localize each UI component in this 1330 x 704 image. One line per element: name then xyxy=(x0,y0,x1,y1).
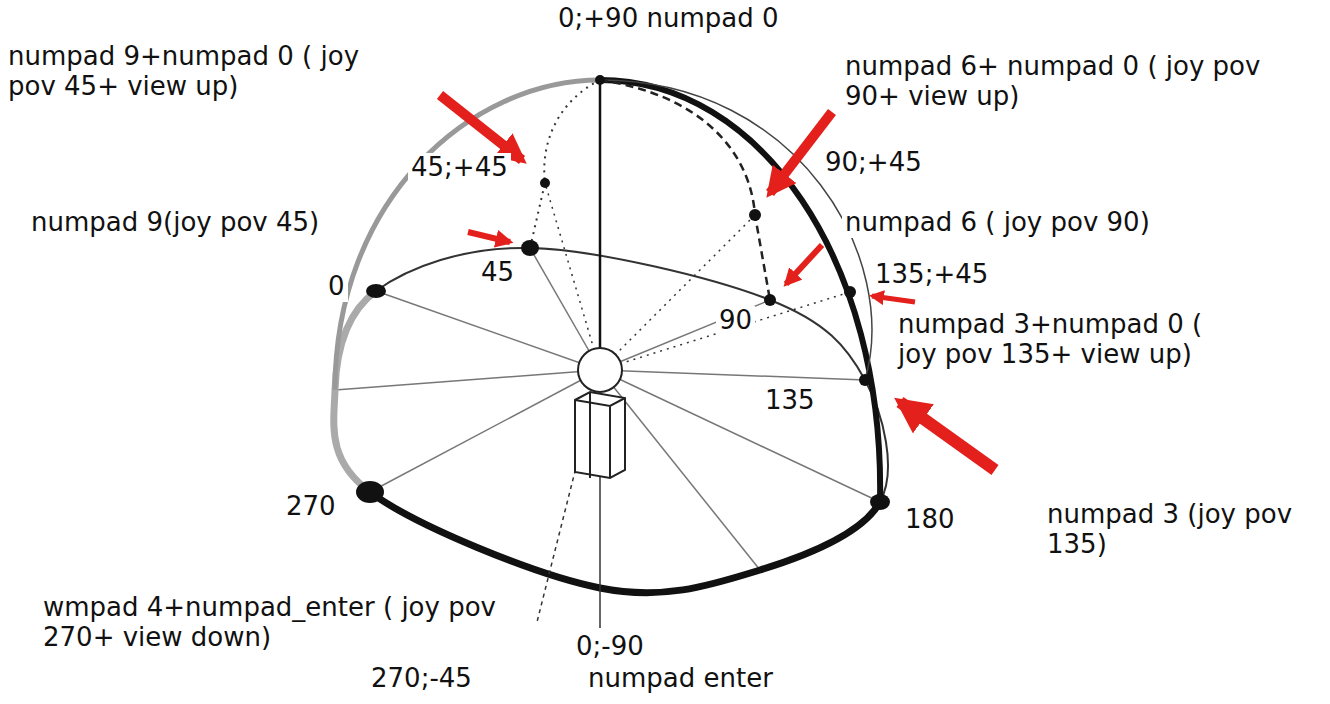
view-label: 90 xyxy=(716,306,755,336)
meridian-135 xyxy=(600,80,872,380)
radial-lines xyxy=(335,183,880,570)
view-label: 90;+45 xyxy=(822,148,925,178)
view-label: numpad 6 ( joy pov 90) xyxy=(842,208,1153,238)
view-label: 0;-90 xyxy=(573,632,647,662)
dome-outline xyxy=(600,80,880,502)
view-label: 45 xyxy=(478,258,517,288)
view-label: 135;+45 xyxy=(872,260,991,290)
zenith-line xyxy=(599,80,602,348)
nadir-line xyxy=(599,470,601,628)
view-label: 135 xyxy=(762,386,818,416)
view-label: 270 xyxy=(283,492,339,522)
view-label: 0 xyxy=(325,272,348,302)
view-label: wmpad 4+numpad_enter ( joy pov 270+ view… xyxy=(40,593,526,653)
horizon-arc xyxy=(370,492,880,593)
view-label: 180 xyxy=(902,505,958,535)
view-label: numpad 9(joy pov 45) xyxy=(28,208,322,238)
view-label: numpad 6+ numpad 0 ( joy pov 90+ view up… xyxy=(842,52,1268,112)
view-label: numpad enter xyxy=(585,664,776,694)
view-label: numpad 3 (joy pov 135) xyxy=(1044,500,1325,560)
direction-dots xyxy=(356,75,890,510)
viewer-figure xyxy=(575,348,625,478)
red-arrows xyxy=(440,95,995,470)
dome-outline xyxy=(335,80,600,390)
view-label: numpad 9+numpad 0 ( joy pov 45+ view up) xyxy=(5,42,391,102)
view-label: 0;+90 numpad 0 xyxy=(555,4,781,34)
meridian-90 xyxy=(600,80,770,300)
meridian-45 xyxy=(530,80,600,248)
view-label: 45;+45 xyxy=(408,153,511,183)
horizon-circle xyxy=(334,248,888,593)
view-label: numpad 3+numpad 0 ( joy pov 135+ view up… xyxy=(895,310,1246,370)
view-label: 270;-45 xyxy=(368,664,475,694)
